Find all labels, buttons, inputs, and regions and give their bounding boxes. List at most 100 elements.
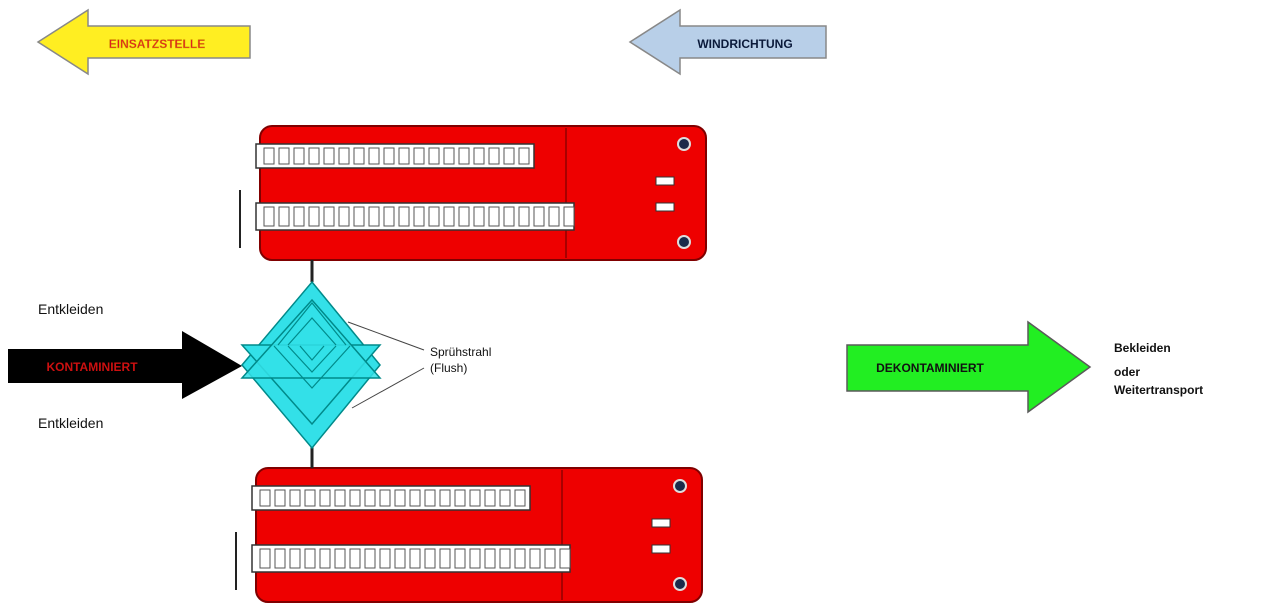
ladder-rung (439, 489, 451, 507)
entkleiden-top-label: Entkleiden (38, 301, 103, 317)
ladder-rung (304, 489, 316, 507)
nozzle-icon (651, 544, 671, 554)
light-icon (677, 137, 691, 151)
nozzle-icon (655, 176, 675, 186)
ladder-rung (338, 147, 350, 165)
ladder-rung (293, 147, 305, 165)
light-icon (673, 577, 687, 591)
ladder-rungs (259, 489, 571, 569)
einsatzstelle-arrow: EINSATZSTELLE (36, 8, 251, 76)
ladder-rung (413, 206, 425, 227)
ladder-rung (469, 489, 481, 507)
ladder-rung (428, 206, 440, 227)
kontaminiert-arrow: KONTAMINIERT (8, 331, 242, 399)
ladder-rung (319, 489, 331, 507)
ladder-rung (413, 147, 425, 165)
ladder-rung (484, 489, 496, 507)
ladder-rung (488, 206, 500, 227)
ladder-rung (424, 548, 436, 569)
nozzle-icon (651, 518, 671, 528)
ladder-rung (469, 548, 481, 569)
exit-label-line1: Bekleiden (1114, 341, 1171, 355)
ladder-rung (338, 206, 350, 227)
ladder-rung (278, 206, 290, 227)
ladder-rung (263, 147, 275, 165)
ladder-rung (323, 206, 335, 227)
spray-pointer (351, 367, 425, 409)
ladder-rung (274, 489, 286, 507)
ladder-rung (364, 548, 376, 569)
spray-label-line1: Sprühstrahl (430, 345, 491, 359)
ladder-rung (293, 206, 305, 227)
ladder-rung (484, 548, 496, 569)
ladder-rung (368, 206, 380, 227)
windrichtung-arrow: WINDRICHTUNG (628, 8, 827, 76)
ladder-rung (398, 147, 410, 165)
ladder-rung (473, 206, 485, 227)
windrichtung-label: WINDRICHTUNG (697, 37, 792, 51)
ladder-rung (319, 548, 331, 569)
ladder-rung (308, 147, 320, 165)
spray-pointer (347, 321, 425, 351)
ladder-rung (274, 548, 286, 569)
ladder-rung (514, 489, 526, 507)
exit-label-line2: oder (1114, 365, 1140, 379)
entkleiden-bottom-label: Entkleiden (38, 415, 103, 431)
ladder-rung (529, 548, 541, 569)
ladder-rung (458, 206, 470, 227)
ladder-rung (334, 489, 346, 507)
ladder-rung (304, 548, 316, 569)
dekontaminiert-label: DEKONTAMINIERT (876, 361, 984, 375)
fire-truck-bottom (235, 467, 703, 603)
ladder-rung (349, 548, 361, 569)
ladder-rung (488, 147, 500, 165)
ladder-rung (259, 548, 271, 569)
ladder-rung (289, 489, 301, 507)
ladder-rung (379, 548, 391, 569)
spray-label-line2: (Flush) (430, 361, 467, 375)
spray-star (240, 280, 382, 450)
ladder-rung (439, 548, 451, 569)
ladder-rung (368, 147, 380, 165)
ladder-rung (323, 147, 335, 165)
ladder-rung (383, 147, 395, 165)
ladder-rung (428, 147, 440, 165)
kontaminiert-label: KONTAMINIERT (46, 360, 138, 374)
ladder-rung (353, 206, 365, 227)
ladder-rung (379, 489, 391, 507)
ladder-rung (503, 206, 515, 227)
ladder-rung (514, 548, 526, 569)
nozzle-icon (655, 202, 675, 212)
ladder-rung (394, 489, 406, 507)
ladder-rung (533, 206, 545, 227)
ladder-rung (394, 548, 406, 569)
ladder-rung (443, 206, 455, 227)
ladder-rung (518, 206, 530, 227)
ladder-rung (424, 489, 436, 507)
ladder-rung (443, 147, 455, 165)
fire-truck-top (239, 125, 707, 261)
ladder-rung (499, 489, 511, 507)
ladder-rung (548, 206, 560, 227)
ladder-rung (518, 147, 530, 165)
ladder-rung (563, 206, 575, 227)
einsatzstelle-label: EINSATZSTELLE (109, 37, 205, 51)
ladder-rung (398, 206, 410, 227)
ladder-rung (409, 548, 421, 569)
ladder-rung (409, 489, 421, 507)
ladder-rung (454, 489, 466, 507)
light-icon (677, 235, 691, 249)
ladder-rung (308, 206, 320, 227)
ladder-rung (364, 489, 376, 507)
exit-label-line3: Weitertransport (1114, 383, 1203, 397)
ladder-rung (259, 489, 271, 507)
ladder-rung (353, 147, 365, 165)
ladder-rung (278, 147, 290, 165)
ladder-rung (263, 206, 275, 227)
ladder-rung (289, 548, 301, 569)
ladder-rung (334, 548, 346, 569)
ladder-rung (559, 548, 571, 569)
ladder-rung (503, 147, 515, 165)
